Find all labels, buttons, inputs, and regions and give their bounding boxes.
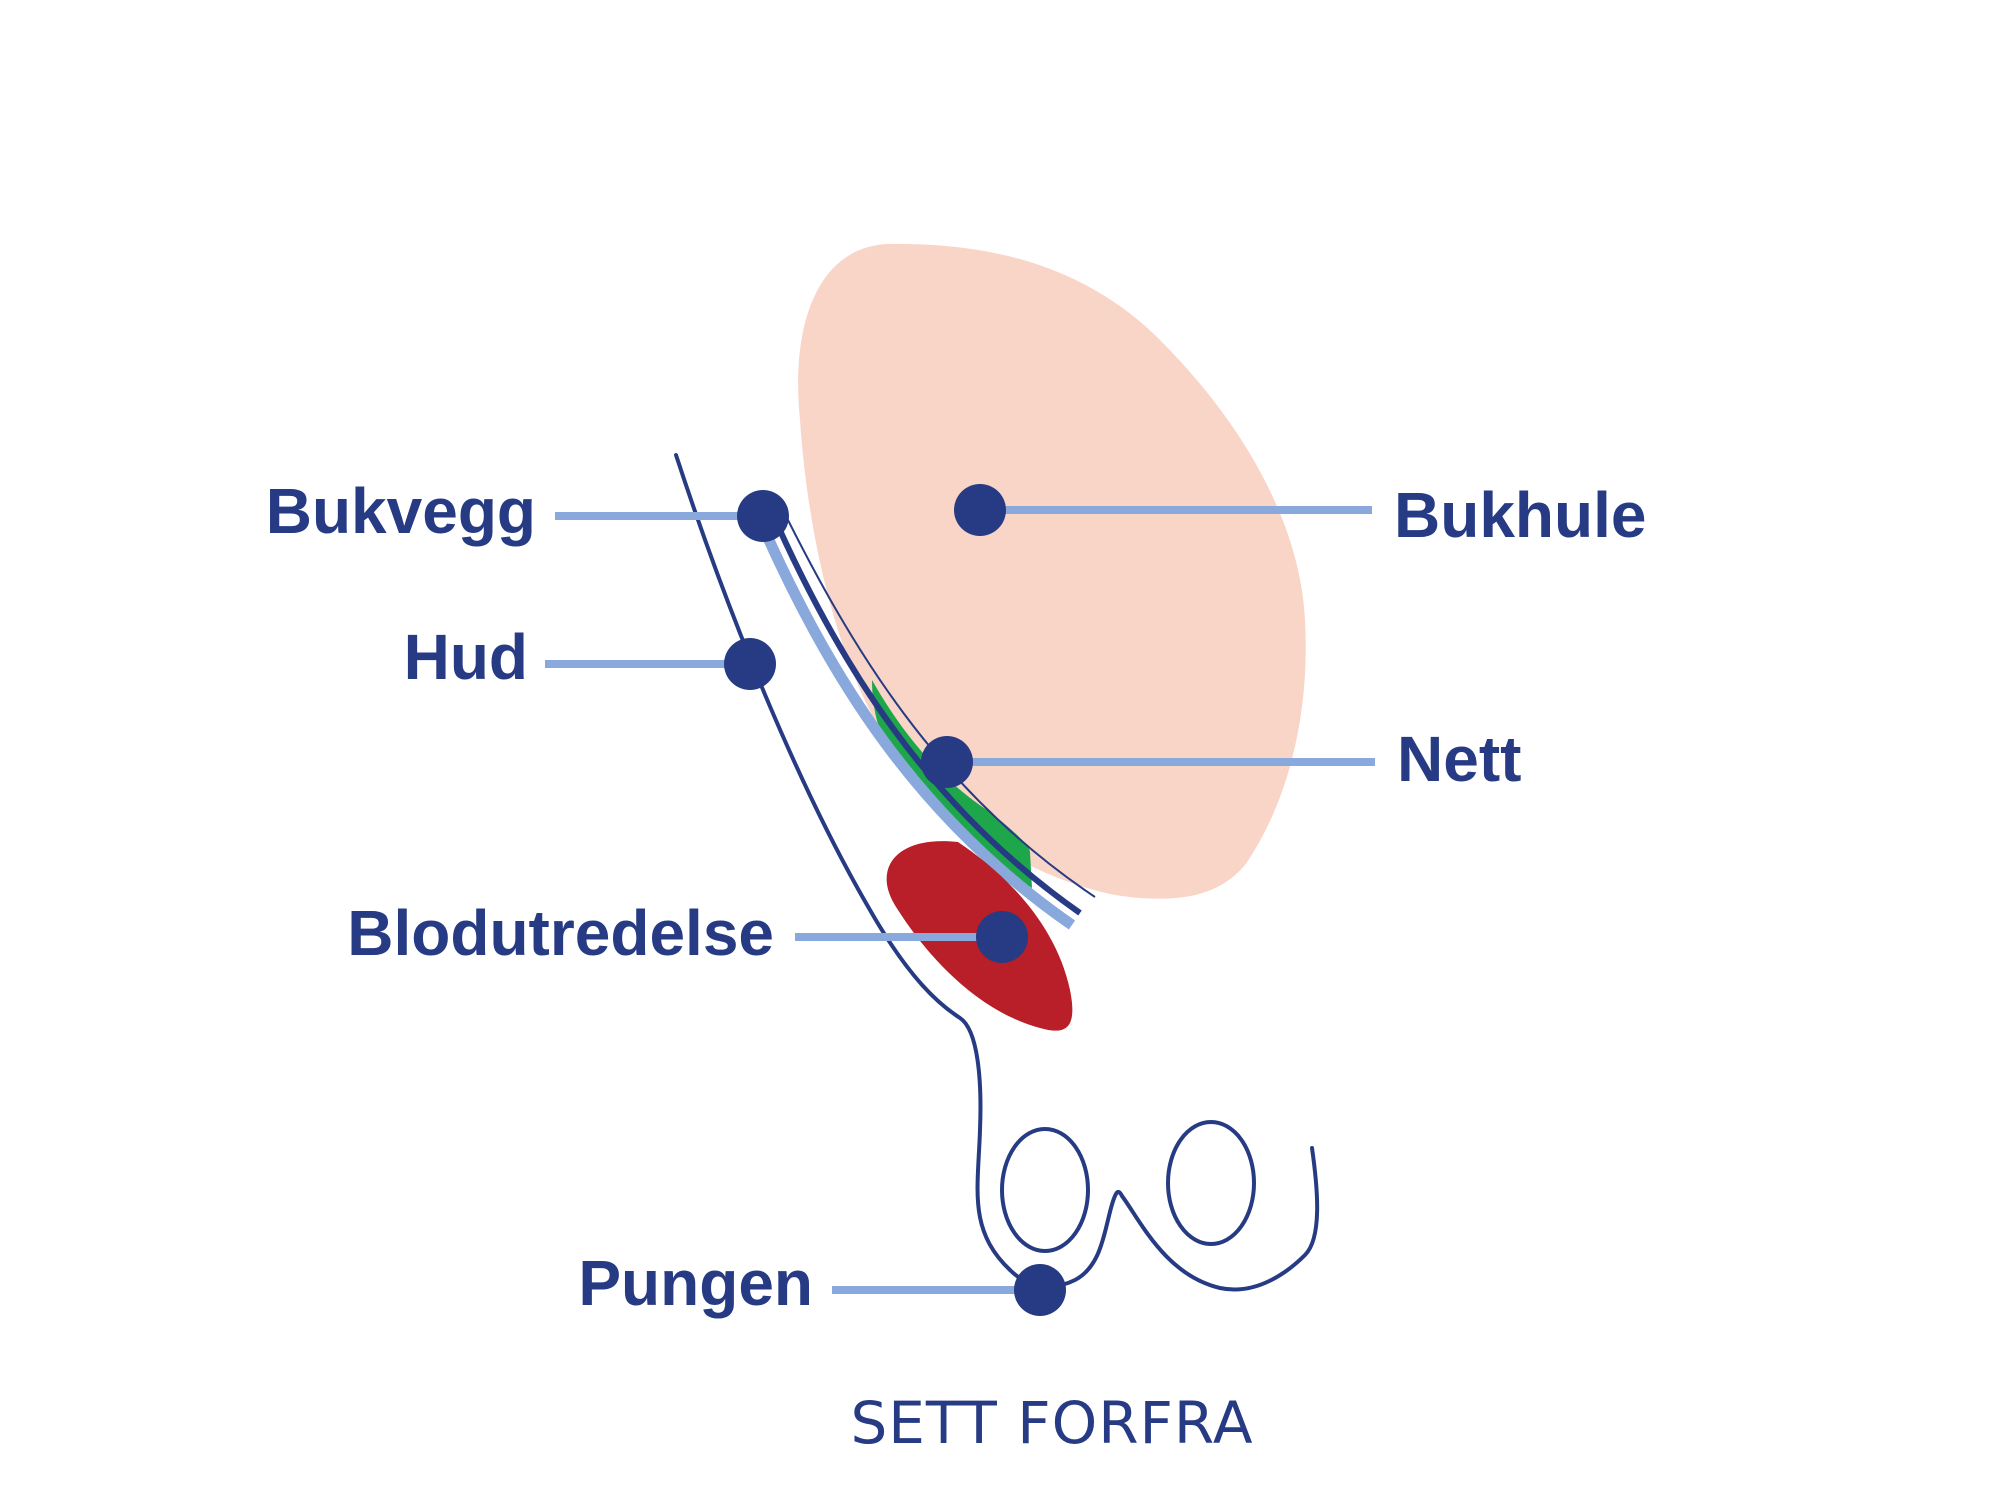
label-bukhule: Bukhule [1394,479,1646,551]
abdominal-wall-thin-line [781,507,1096,898]
marker-dot-hud [724,638,776,690]
label-blodutredelse: Blodutredelse [347,897,774,969]
abdominal-cavity-shape [798,243,1306,899]
label-nett: Nett [1397,723,1521,795]
caption-view: SETT FORFRA [850,1389,1253,1457]
label-hud: Hud [404,621,528,693]
abdominal-wall-dark-line [767,506,1082,916]
label-bukvegg: Bukvegg [266,475,536,547]
marker-dot-bukhule [954,484,1006,536]
marker-dot-nett [921,736,973,788]
label-pungen: Pungen [578,1247,813,1319]
right-testicle [1166,1120,1256,1246]
marker-dot-pungen [1014,1264,1066,1316]
abdominal-wall-light-band [754,517,1076,930]
marker-dot-blodutredelse [976,911,1028,963]
left-testicle [1000,1127,1090,1253]
marker-dot-bukvegg [737,490,789,542]
